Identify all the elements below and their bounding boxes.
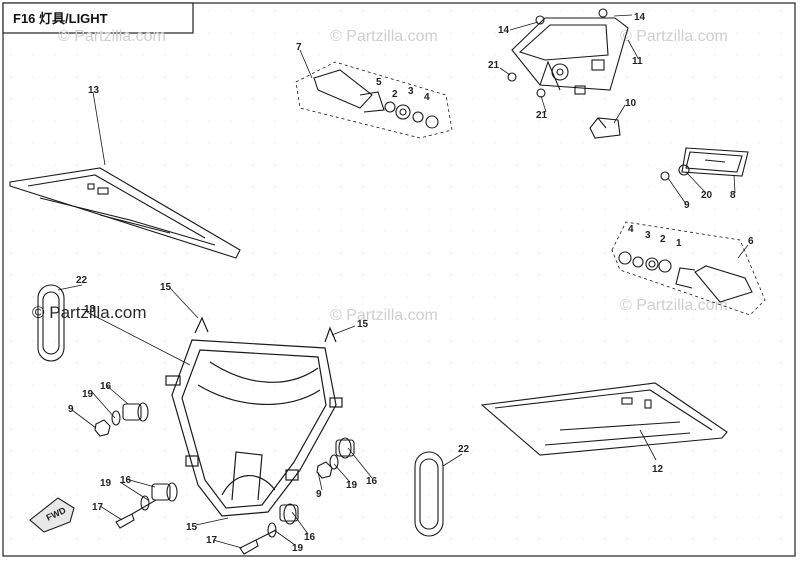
title-box: F16 灯具/LIGHT	[2, 2, 194, 34]
page-title: F16 灯具/LIGHT	[13, 11, 108, 26]
fasteners	[94, 402, 355, 555]
part-8-license-light	[660, 147, 749, 181]
callout-21: 21	[536, 110, 548, 121]
part-12-right-fairing	[480, 382, 728, 456]
callout-17: 17	[206, 535, 218, 546]
watermark: © Partzilla.com	[58, 28, 166, 45]
callout-9: 9	[68, 404, 74, 415]
watermark: © Partzilla.com	[330, 307, 438, 324]
callout-22: 22	[76, 275, 88, 286]
callout-14: 14	[498, 25, 510, 36]
fwd-arrow: FWD	[29, 497, 75, 533]
callout-1: 1	[676, 238, 682, 249]
callout-8: 8	[730, 190, 736, 201]
watermark: © Partzilla.com	[330, 28, 438, 45]
callout-15: 15	[186, 522, 198, 533]
part-6-turn-signal-right	[611, 221, 766, 316]
callout-11: 11	[632, 56, 643, 67]
part-10-socket	[589, 117, 621, 139]
callout-16: 16	[366, 476, 378, 487]
callout-19: 19	[82, 389, 94, 400]
callout-2: 2	[392, 89, 398, 100]
callout-6: 6	[748, 236, 754, 247]
leader-lines	[57, 14, 749, 549]
callout-14: 14	[634, 12, 646, 23]
callout-15: 15	[160, 282, 172, 293]
callout-22: 22	[458, 444, 470, 455]
callout-16: 16	[120, 475, 132, 486]
part-18-headlight	[165, 316, 343, 517]
callout-17: 17	[92, 502, 104, 513]
callout-9: 9	[684, 200, 690, 211]
callout-10: 10	[625, 98, 637, 109]
watermark: © Partzilla.com	[620, 28, 728, 45]
part-22-reflector-right	[414, 451, 444, 537]
callouts: 13 7 5 2 3 4 14 14 11 21 21 10 8 20 9 6 …	[68, 12, 754, 554]
callout-19: 19	[292, 543, 304, 554]
callout-20: 20	[701, 190, 713, 201]
part-7-turn-signal-left	[295, 61, 453, 139]
part-13-left-fairing	[9, 167, 241, 259]
watermark-accent: © Partzilla.com	[32, 303, 147, 322]
callout-5: 5	[376, 77, 382, 88]
callout-3: 3	[408, 86, 414, 97]
part-22-reflector-left	[37, 284, 65, 362]
callout-16: 16	[100, 381, 112, 392]
callout-15: 15	[357, 319, 369, 330]
callout-19: 19	[100, 478, 112, 489]
watermarks: © Partzilla.com © Partzilla.com © Partzi…	[32, 28, 728, 324]
callout-13: 13	[88, 85, 100, 96]
callout-19: 19	[346, 480, 358, 491]
callout-12: 12	[652, 464, 664, 475]
callout-2: 2	[660, 234, 666, 245]
callout-16: 16	[304, 532, 316, 543]
watermark: © Partzilla.com	[620, 297, 728, 314]
callout-7: 7	[296, 42, 302, 53]
callout-9: 9	[316, 489, 322, 500]
callout-4: 4	[424, 92, 430, 103]
callout-3: 3	[645, 230, 651, 241]
callout-18: 18	[84, 304, 96, 315]
callout-4: 4	[628, 224, 634, 235]
callout-21: 21	[488, 60, 500, 71]
